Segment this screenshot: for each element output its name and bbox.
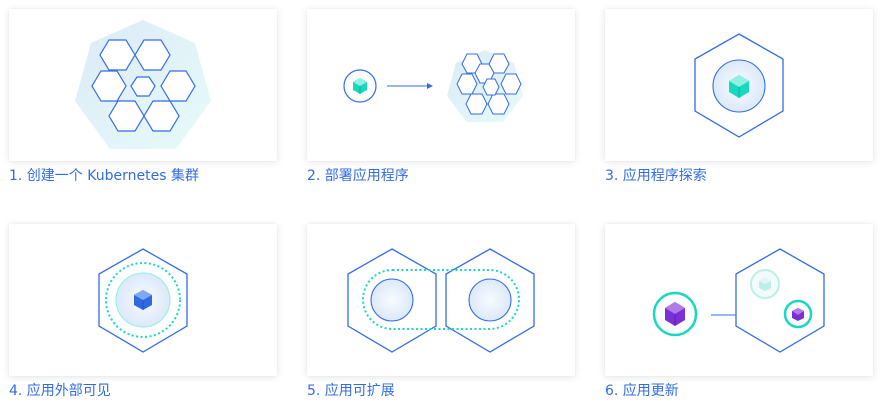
module-card[interactable] [9,9,277,161]
module-card[interactable] [307,9,575,161]
scale-icon [347,248,535,353]
module-card[interactable] [9,224,277,376]
module-create-cluster[interactable]: 1. 创建一个 Kubernetes 集群 [9,9,277,185]
module-scale-app[interactable]: 5. 应用可扩展 [307,224,575,400]
module-card[interactable] [307,224,575,376]
module-title[interactable]: 4. 应用外部可见 [9,383,111,399]
module-card[interactable] [605,224,873,376]
module-card[interactable] [605,9,873,161]
module-deploy-app[interactable]: 2. 部署应用程序 [307,9,575,185]
module-update-app[interactable]: 6. 应用更新 [605,224,873,400]
module-title[interactable]: 2. 部署应用程序 [307,168,409,184]
module-title[interactable]: 6. 应用更新 [605,383,679,399]
module-title[interactable]: 1. 创建一个 Kubernetes 集群 [9,168,199,184]
module-title[interactable]: 5. 应用可扩展 [307,383,395,399]
module-expose-app[interactable]: 4. 应用外部可见 [9,224,277,400]
module-explore-app[interactable]: 3. 应用程序探索 [605,9,873,185]
deploy-icon [343,50,523,122]
explore-icon [694,33,784,138]
update-icon [652,248,825,353]
module-title[interactable]: 3. 应用程序探索 [605,168,707,184]
expose-icon [98,248,188,353]
cluster-icon [75,20,211,149]
